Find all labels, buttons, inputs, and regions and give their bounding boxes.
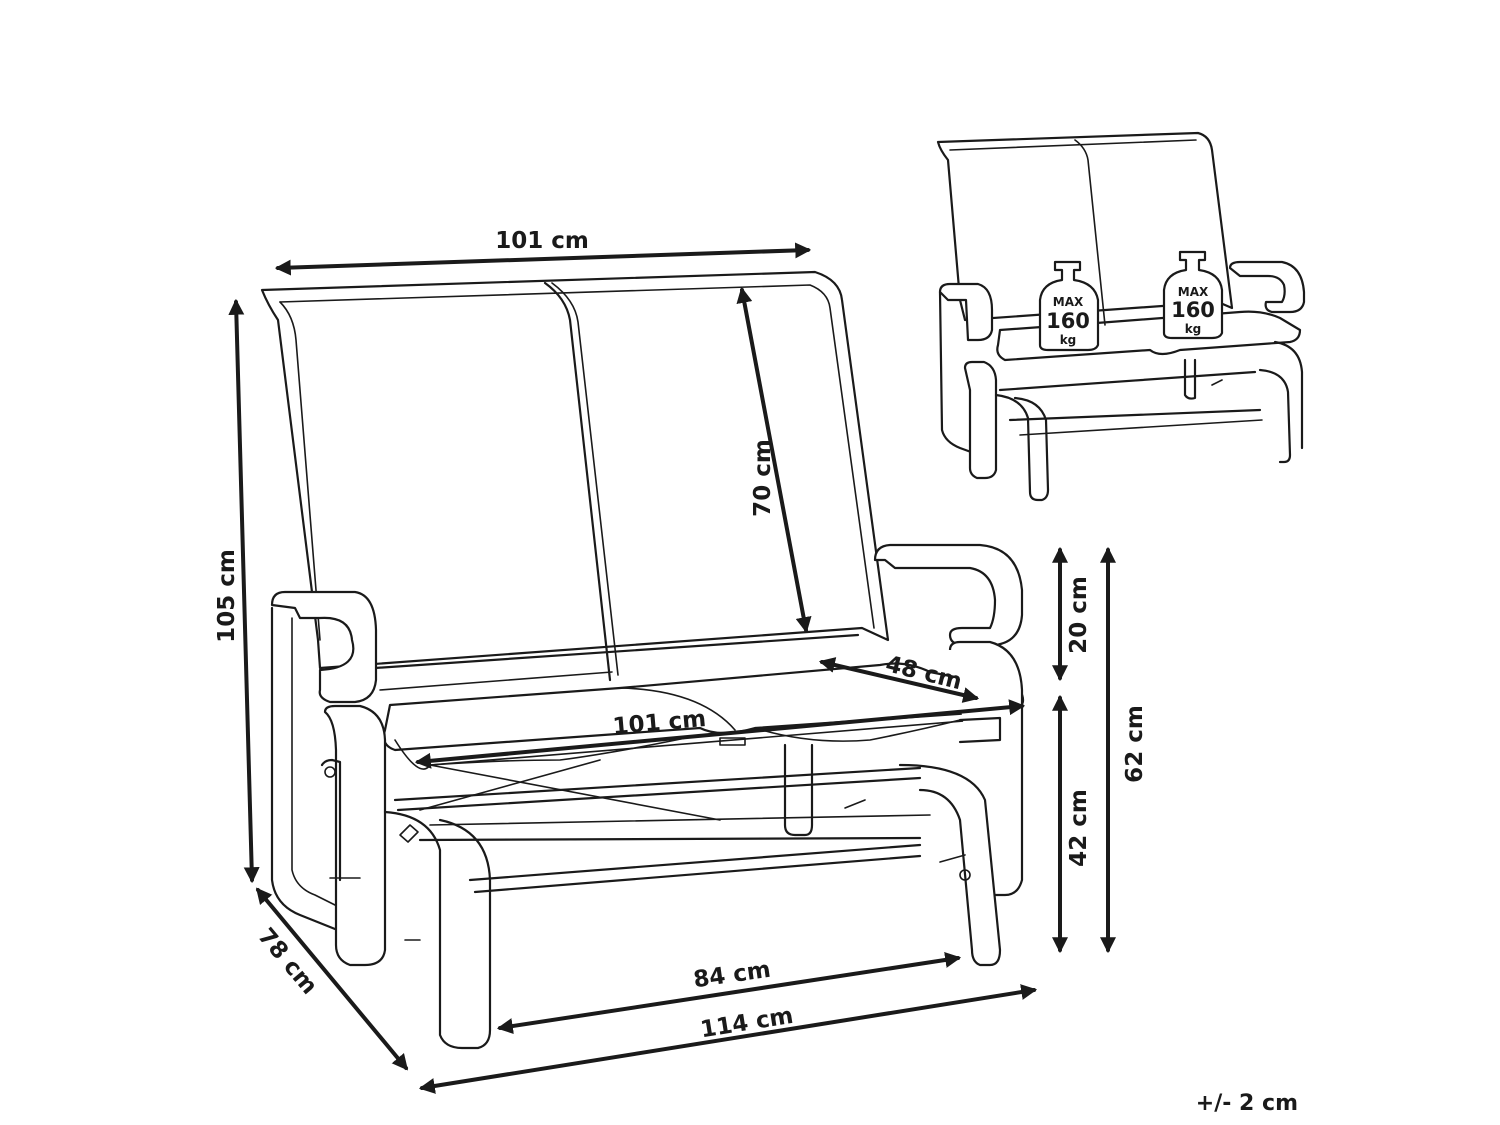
label-armrest-total-height: 62 cm — [1122, 705, 1148, 783]
arrow-total-width — [418, 984, 1038, 1094]
glider-bench-thumbnail — [936, 131, 1306, 502]
arrow-depth — [255, 887, 409, 1071]
weight-icon-left: MAX 160 kg — [1038, 260, 1100, 352]
max-load-unit-left: kg — [1060, 333, 1077, 347]
label-seat-height: 42 cm — [1066, 789, 1092, 867]
label-backrest-width: 101 cm — [495, 228, 589, 254]
max-load-value-left: 160 — [1046, 309, 1090, 333]
arrow-backrest-height — [736, 286, 812, 634]
arrow-seat-width — [414, 699, 1026, 769]
arrow-backrest-width — [274, 242, 812, 276]
arrow-total-height — [228, 298, 260, 884]
weight-icon-right: MAX 160 kg — [1162, 250, 1224, 340]
arrow-seat-depth — [818, 657, 980, 703]
label-armrest-height: 20 cm — [1066, 576, 1092, 654]
label-total-height: 105 cm — [214, 549, 240, 643]
max-load-label-right: MAX — [1178, 285, 1209, 299]
max-load-unit-right: kg — [1185, 322, 1202, 336]
max-load-value-right: 160 — [1171, 298, 1215, 322]
label-backrest-height: 70 cm — [750, 439, 776, 517]
dimension-arrows — [228, 242, 1116, 1094]
label-depth: 78 cm — [252, 923, 322, 999]
max-load-label-left: MAX — [1053, 295, 1084, 309]
tolerance-note: +/- 2 cm — [1196, 1091, 1298, 1116]
